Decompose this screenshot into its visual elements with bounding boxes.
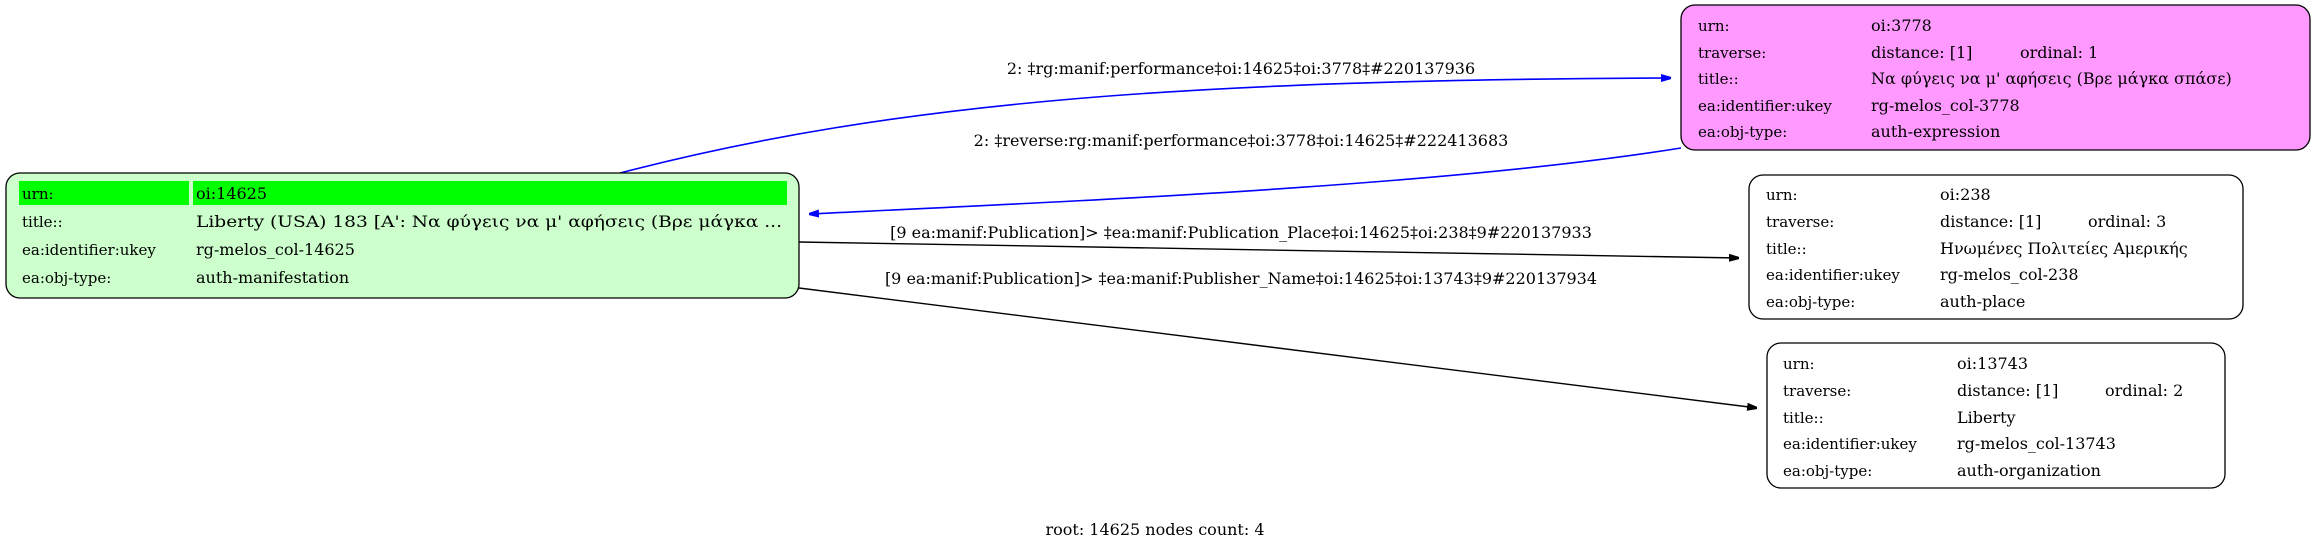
field-label: urn: bbox=[1783, 355, 1815, 373]
field-label: ea:obj-type: bbox=[1783, 462, 1872, 480]
field-value: auth-manifestation bbox=[196, 268, 349, 287]
field-label: urn: bbox=[22, 185, 54, 203]
field-value: rg-melos_col-238 bbox=[1940, 265, 2079, 284]
graph-footer: root: 14625 nodes count: 4 bbox=[1045, 520, 1264, 539]
edge-reverse-performance[interactable]: 2: ‡reverse:rg:manif:performance‡oi:3778… bbox=[809, 131, 1682, 214]
field-label: traverse: bbox=[1698, 44, 1766, 62]
edge-label: [9 ea:manif:Publication]> ‡ea:manif:Publ… bbox=[890, 223, 1592, 242]
field-value: oi:3778 bbox=[1871, 16, 1932, 35]
field-label: urn: bbox=[1766, 186, 1798, 204]
field-value: rg-melos_col-3778 bbox=[1871, 96, 2020, 115]
field-label: ea:identifier:ukey bbox=[1766, 266, 1900, 284]
edge-publication-place[interactable]: [9 ea:manif:Publication]> ‡ea:manif:Publ… bbox=[798, 223, 1739, 258]
node-place[interactable]: urn: oi:238 traverse: distance: [1] ordi… bbox=[1748, 174, 2244, 320]
field-label: traverse: bbox=[1783, 382, 1851, 400]
field-label: traverse: bbox=[1766, 213, 1834, 231]
field-value: oi:238 bbox=[1940, 185, 1991, 204]
field-label: ea:identifier:ukey bbox=[22, 241, 156, 259]
field-value: rg-melos_col-14625 bbox=[196, 240, 355, 259]
node-organization[interactable]: urn: oi:13743 traverse: distance: [1] or… bbox=[1766, 342, 2226, 489]
edge-label: 2: ‡rg:manif:performance‡oi:14625‡oi:377… bbox=[1007, 59, 1475, 78]
field-value: distance: [1] bbox=[1957, 381, 2058, 400]
field-label: ea:obj-type: bbox=[1698, 123, 1787, 141]
field-label: title:: bbox=[22, 213, 63, 231]
field-label: urn: bbox=[1698, 17, 1730, 35]
node-root-manifestation[interactable]: urn: oi:14625 title:: Liberty (USA) 183 … bbox=[5, 172, 800, 299]
field-value: Liberty bbox=[1957, 408, 2016, 427]
field-value: Liberty (USA) 183 [A': Να φύγεις να μ' α… bbox=[196, 212, 782, 231]
edge-performance[interactable]: 2: ‡rg:manif:performance‡oi:14625‡oi:377… bbox=[619, 59, 1671, 174]
field-value: Να φύγεις να μ' αφήσεις (Βρε μάγκα σπάσε… bbox=[1871, 69, 2232, 88]
edge-label: 2: ‡reverse:rg:manif:performance‡oi:3778… bbox=[974, 131, 1509, 150]
field-value: Ηνωμένες Πολιτείες Αμερικής bbox=[1940, 239, 2188, 258]
field-value: auth-place bbox=[1940, 292, 2025, 311]
field-value: ordinal: 2 bbox=[2105, 381, 2183, 400]
highlight-cell bbox=[19, 181, 189, 205]
field-value: oi:14625 bbox=[196, 184, 267, 203]
field-value: auth-expression bbox=[1871, 122, 2000, 141]
field-value: ordinal: 3 bbox=[2088, 212, 2166, 231]
field-label: title:: bbox=[1766, 240, 1807, 258]
field-label: title:: bbox=[1698, 70, 1739, 88]
field-label: ea:obj-type: bbox=[22, 269, 111, 287]
node-expression[interactable]: urn: oi:3778 traverse: distance: [1] ord… bbox=[1680, 4, 2311, 151]
field-label: ea:identifier:ukey bbox=[1783, 435, 1917, 453]
field-value: distance: [1] bbox=[1871, 43, 1972, 62]
field-value: oi:13743 bbox=[1957, 354, 2028, 373]
field-value: rg-melos_col-13743 bbox=[1957, 434, 2116, 453]
edge-label: [9 ea:manif:Publication]> ‡ea:manif:Publ… bbox=[885, 269, 1597, 288]
edge-publisher-name[interactable]: [9 ea:manif:Publication]> ‡ea:manif:Publ… bbox=[798, 269, 1757, 408]
field-value: ordinal: 1 bbox=[2020, 43, 2098, 62]
field-value: distance: [1] bbox=[1940, 212, 2041, 231]
field-value: auth-organization bbox=[1957, 461, 2101, 480]
highlight-cell bbox=[193, 181, 787, 205]
field-label: title:: bbox=[1783, 409, 1824, 427]
field-label: ea:obj-type: bbox=[1766, 293, 1855, 311]
field-label: ea:identifier:ukey bbox=[1698, 97, 1832, 115]
